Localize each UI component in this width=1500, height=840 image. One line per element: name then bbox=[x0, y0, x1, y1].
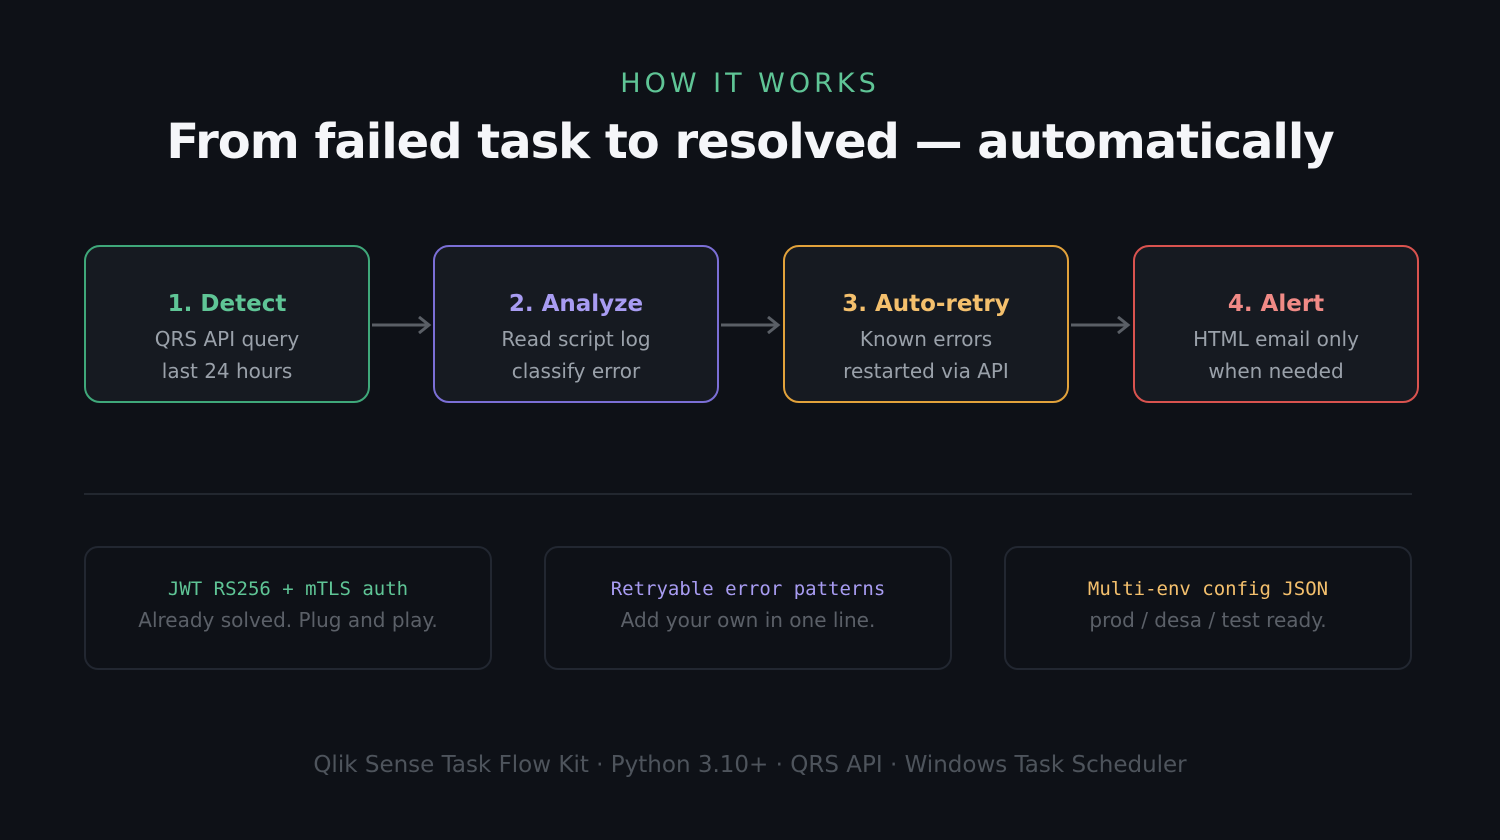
step-desc-line2: when needed bbox=[1208, 359, 1344, 383]
feature-title: JWT RS256 + mTLS auth bbox=[167, 578, 409, 600]
page-title: From failed task to resolved — automatic… bbox=[166, 114, 1334, 170]
step-desc-line2: classify error bbox=[511, 359, 641, 383]
feature-title: Retryable error patterns bbox=[610, 578, 886, 600]
step-desc-line2: last 24 hours bbox=[161, 359, 293, 383]
feature-title: Multi-env config JSON bbox=[1087, 578, 1329, 600]
step-alert: 4. Alert HTML email only when needed bbox=[1133, 245, 1419, 403]
step-desc-line2: restarted via API bbox=[843, 359, 1009, 383]
feature-card-auth: JWT RS256 + mTLS auth Already solved. Pl… bbox=[84, 546, 492, 670]
step-title: 3. Auto-retry bbox=[842, 291, 1010, 317]
arrow-right-icon bbox=[1071, 316, 1131, 334]
feature-desc: Already solved. Plug and play. bbox=[138, 608, 438, 632]
step-desc-line1: HTML email only bbox=[1193, 327, 1359, 351]
section-eyebrow: HOW IT WORKS bbox=[620, 68, 880, 99]
arrow-right-icon bbox=[721, 316, 781, 334]
step-detect: 1. Detect QRS API query last 24 hours bbox=[84, 245, 370, 403]
feature-desc: prod / desa / test ready. bbox=[1089, 608, 1327, 632]
step-title: 1. Detect bbox=[167, 291, 287, 317]
feature-desc: Add your own in one line. bbox=[620, 608, 876, 632]
step-title: 2. Analyze bbox=[508, 291, 644, 317]
step-analyze: 2. Analyze Read script log classify erro… bbox=[433, 245, 719, 403]
step-auto-retry: 3. Auto-retry Known errors restarted via… bbox=[783, 245, 1069, 403]
step-desc-line1: QRS API query bbox=[154, 327, 300, 351]
arrow-right-icon bbox=[372, 316, 432, 334]
divider bbox=[84, 493, 1412, 495]
step-desc-line1: Known errors bbox=[859, 327, 993, 351]
feature-card-config: Multi-env config JSON prod / desa / test… bbox=[1004, 546, 1412, 670]
step-title: 4. Alert bbox=[1227, 291, 1325, 317]
footer-tagline: Qlik Sense Task Flow Kit · Python 3.10+ … bbox=[313, 752, 1187, 778]
step-desc-line1: Read script log bbox=[501, 327, 651, 351]
feature-card-retry-patterns: Retryable error patterns Add your own in… bbox=[544, 546, 952, 670]
